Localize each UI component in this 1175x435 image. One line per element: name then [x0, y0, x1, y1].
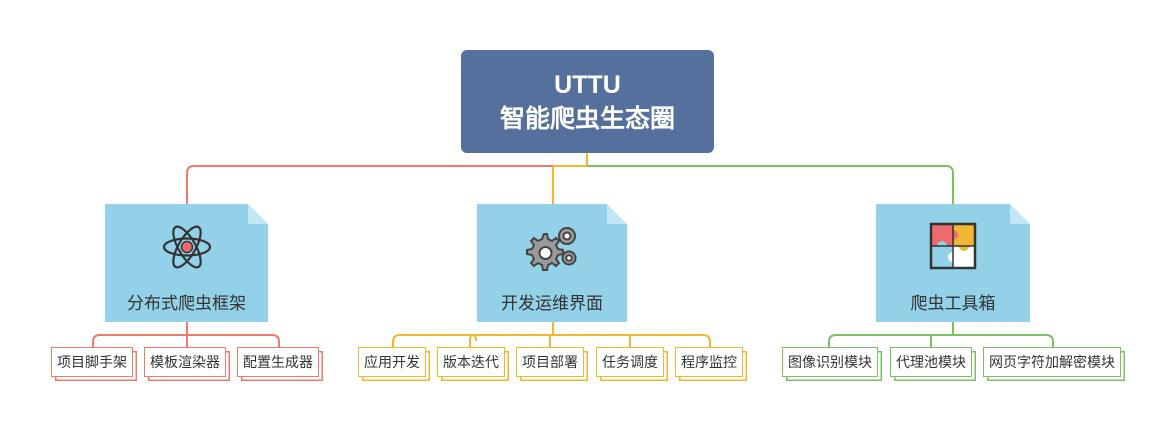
branch-label: 爬虫工具箱	[910, 294, 996, 313]
branch-node-crawler-toolbox[interactable]: 爬虫工具箱	[876, 204, 1030, 322]
gears-icon	[522, 222, 582, 272]
leaf-node[interactable]: 应用开发	[358, 347, 426, 377]
leaf-node[interactable]: 任务调度	[596, 347, 664, 377]
leaf-node[interactable]: 代理池模块	[890, 347, 972, 377]
branch-label: 开发运维界面	[501, 294, 603, 313]
puzzle-icon	[929, 222, 977, 270]
leaf-node[interactable]: 版本迭代	[437, 347, 505, 377]
atom-icon	[161, 222, 213, 272]
branch-label: 分布式爬虫框架	[127, 294, 246, 313]
leaf-node[interactable]: 图像识别模块	[782, 347, 878, 377]
leaf-node[interactable]: 项目部署	[516, 347, 584, 377]
leaf-node[interactable]: 模板渲染器	[144, 347, 226, 377]
leaf-node[interactable]: 程序监控	[675, 347, 743, 377]
root-title-line2: 智能爬虫生态圈	[499, 104, 675, 133]
leaf-node[interactable]: 网页字符加解密模块	[983, 347, 1121, 377]
root-title-line1: UTTU	[554, 70, 621, 99]
leaf-node[interactable]: 项目脚手架	[51, 347, 133, 377]
root-node[interactable]: UTTU 智能爬虫生态圈	[461, 50, 714, 153]
branch-node-devops-ui[interactable]: 开发运维界面	[477, 204, 627, 322]
leaf-node[interactable]: 配置生成器	[237, 347, 319, 377]
branch-node-distributed-crawler[interactable]: 分布式爬虫框架	[105, 204, 268, 322]
